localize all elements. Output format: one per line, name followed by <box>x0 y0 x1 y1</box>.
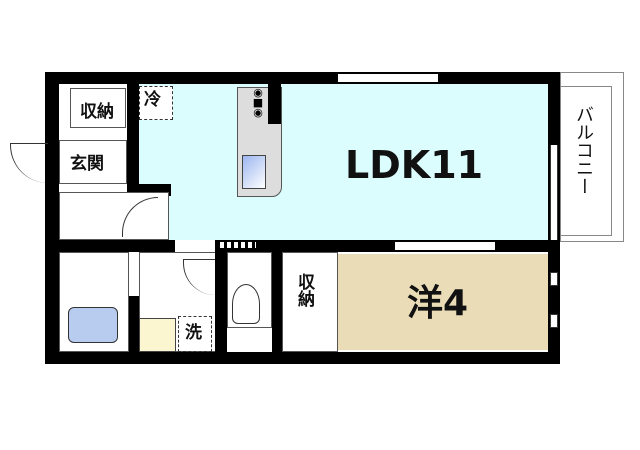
western-label: 洋4 <box>407 283 469 324</box>
washer-label: 洗 <box>185 323 202 343</box>
outer-wall-left <box>45 72 59 364</box>
inner-wall-entry-right <box>127 84 139 184</box>
outer-wall-bottom <box>45 352 560 364</box>
toilet-icon <box>232 284 260 324</box>
storage-room <box>282 252 338 352</box>
window-western-side-2[interactable] <box>550 314 558 328</box>
washbasin-icon <box>139 318 176 352</box>
entrance <box>59 140 127 184</box>
fridge-label: 冷 <box>144 90 161 110</box>
window-western <box>395 240 495 252</box>
inner-wall-toilet-right <box>272 252 282 352</box>
stove-icon: ◉■◉ <box>252 86 264 119</box>
washer-space <box>178 316 212 352</box>
outer-wall-top <box>45 72 560 84</box>
window-western-side-1[interactable] <box>550 272 558 286</box>
inner-wall-bath <box>129 296 139 352</box>
sink-icon <box>242 155 266 189</box>
balcony <box>560 72 624 242</box>
room-ldk-lower <box>170 184 230 240</box>
storage-room-label: 収納 <box>294 273 314 307</box>
balcony-label: バルコニー <box>573 105 594 195</box>
storage-entry-label: 収納 <box>80 102 114 122</box>
fridge-space <box>139 86 173 120</box>
vent-grille <box>220 242 256 248</box>
entrance-label: 玄関 <box>70 154 104 174</box>
inner-wall-toilet-left <box>215 252 227 352</box>
bathtub-icon <box>68 307 118 343</box>
inner-wall-middle-left <box>45 240 175 252</box>
balcony-door[interactable] <box>550 145 558 240</box>
room-western <box>338 254 548 350</box>
kitchen-wall <box>268 84 281 124</box>
balcony-inner <box>560 86 612 236</box>
window-top <box>338 72 438 84</box>
storage-entry <box>70 88 126 128</box>
ldk-label: LDK11 <box>345 143 484 187</box>
entrance-door-swing[interactable] <box>10 143 48 183</box>
inner-wall-middle-right <box>215 240 560 252</box>
